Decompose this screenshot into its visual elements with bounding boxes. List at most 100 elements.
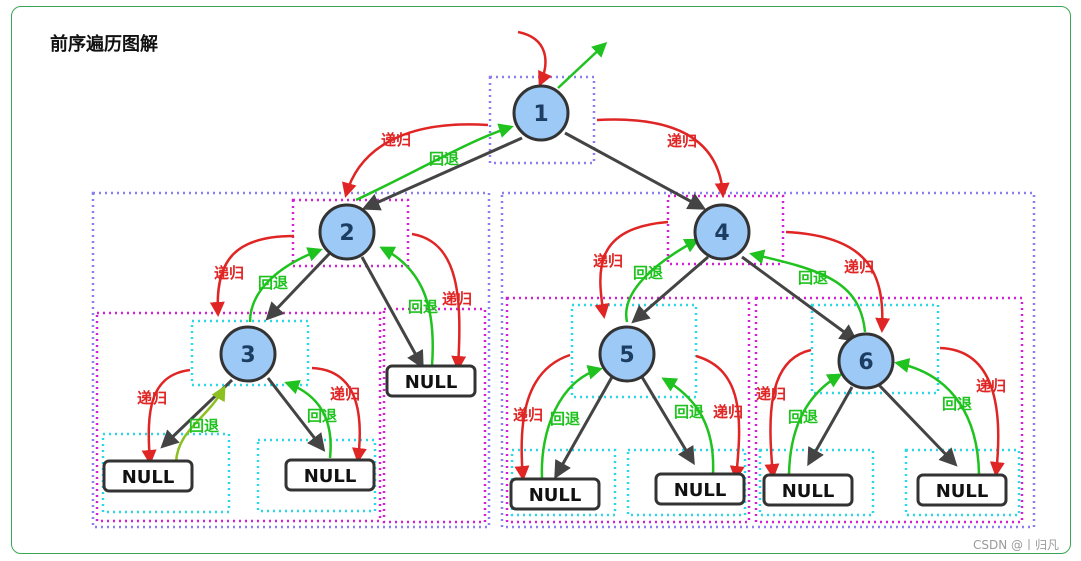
backtrack-label: 回退 [408,298,438,316]
recurse-label: 递归 [976,377,1006,395]
backtrack-arrow-nullL-3 [174,385,226,463]
backtrack-arrows [174,41,981,479]
page-title: 前序遍历图解 [50,34,158,55]
backtrack-arrow-nullL-6 [787,373,843,475]
recurse-arrow-5-nullR [695,354,745,481]
recurse-arrow-entry [517,30,552,87]
node-5-label: 5 [619,343,634,368]
recurse-arrow-4-5 [594,220,669,319]
edge-5-nullL [554,376,614,480]
backtrack-label: 回退 [189,417,219,435]
recurse-label: 递归 [137,389,167,407]
recurse-label: 递归 [713,403,743,421]
node-4: 4 [693,203,751,261]
backtrack-arrow-2-1 [355,123,514,202]
recurse-label: 递归 [756,385,786,403]
backtrack-label: 回退 [258,274,288,292]
recurse-arrow-6-nullR [939,346,1005,477]
null-label: NULL [405,372,458,393]
backtrack-label: 回退 [550,410,580,428]
node-6-label: 6 [858,350,873,375]
recurse-arrow-6-nullL [764,348,812,479]
backtrack-label: 回退 [307,407,337,425]
edge-2-null [360,256,424,370]
null-box-3l: NULL [102,459,194,493]
null-label: NULL [122,467,175,488]
recurse-label: 递归 [442,290,472,308]
null-box-5r: NULL [654,472,746,506]
edge-5-nullR [640,376,695,466]
node-3: 3 [219,325,277,383]
backtrack-arrow-null-2 [379,246,434,367]
recurse-arrow-3-nullR [311,366,367,463]
null-label: NULL [674,480,727,501]
box-null-2r [382,307,487,524]
backtrack-arrow-nullR-5 [661,377,715,475]
backtrack-label: 回退 [674,403,704,421]
backtrack-label: 回退 [788,408,818,426]
null-box-5l: NULL [509,477,601,511]
edge-1-4 [564,131,707,210]
backtrack-arrow-nullL-5 [540,364,603,479]
edge-3-nullR [266,377,326,452]
box-null-6l [758,448,875,517]
edge-4-5 [631,255,709,324]
backtrack-arrow-exit [557,41,608,89]
node-1: 1 [512,84,570,142]
backtrack-arrow-nullR-6 [894,358,981,475]
null-label: NULL [782,481,835,502]
null-box-6l: NULL [762,473,854,507]
recurse-label: 递归 [330,385,360,403]
backtrack-label: 回退 [429,150,459,168]
recurse-label: 递归 [667,132,697,150]
null-label: NULL [529,485,582,506]
backtrack-arrow-nullR-3 [284,380,332,459]
box-subtree-4 [500,191,1036,529]
recurse-arrows [141,30,1005,481]
recurse-labels: 递归 递归 递归 递归 递归 递归 递归 递归 递归 递归 递归 递归 [137,131,1006,424]
box-null-6r [904,448,1021,517]
recurse-arrow-2-null [411,232,467,371]
node-5: 5 [598,325,656,383]
null-box-3r: NULL [284,458,376,492]
edge-4-6 [741,255,858,343]
node-1-label: 1 [533,102,548,127]
recurse-arrow-2-3 [209,234,295,317]
box-subtree-2 [91,191,491,529]
recurse-label: 递归 [844,258,874,276]
recurse-arrow-3-nullL [141,368,191,465]
backtrack-label: 回退 [942,395,972,413]
edge-1-2 [361,136,523,211]
null-box-6r: NULL [916,473,1008,507]
node-2-label: 2 [339,221,354,246]
backtrack-labels: 回退 回退 回退 回退 回退 回退 回退 回退 回退 回退 回退 [189,150,972,435]
subtree-boxes [91,75,1036,529]
figure-frame [11,6,1071,554]
box-null-3r [256,438,377,513]
recurse-arrow-1-2 [342,123,489,198]
edge-2-3 [265,251,332,321]
recurse-arrow-4-6 [785,230,891,333]
watermark: CSDN @丨归凡 [972,538,1059,552]
null-box-2r: NULL [385,364,477,398]
recurse-arrow-5-nullL [514,353,571,481]
null-label: NULL [936,481,989,502]
edge-6-nullR [876,382,958,467]
recurse-label: 递归 [214,264,244,282]
box-null-5r [626,448,747,517]
leaf-boxes [101,303,1021,517]
backtrack-label: 回退 [798,269,828,287]
node-4-label: 4 [714,221,729,246]
backtrack-arrow-3-2 [248,247,323,323]
null-label: NULL [304,466,357,487]
backtrack-arrow-5-4 [624,238,700,323]
tree-edges [160,131,958,480]
box-subtree-3 [95,311,382,523]
recurse-arrow-1-4 [596,118,730,198]
recurse-label: 递归 [513,406,543,424]
backtrack-arrow-6-4 [749,249,867,333]
box-node-6 [810,303,940,395]
node-6: 6 [837,332,895,390]
node-2: 2 [318,203,376,261]
